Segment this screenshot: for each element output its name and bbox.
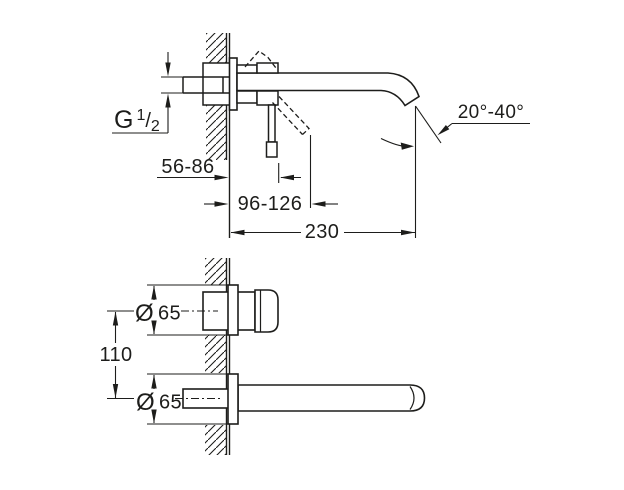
inlet-pipe-front: [182, 388, 230, 409]
label-lever-reach: 96-126: [237, 193, 303, 215]
diameter-value: 65: [159, 391, 183, 414]
diameter-symbol: Ø: [134, 300, 155, 327]
lever-range-dashed: [244, 50, 310, 135]
thread-letter: G: [114, 106, 134, 134]
wall-section-front: [205, 258, 231, 455]
spout-front: [237, 384, 426, 412]
concealed-body: [202, 62, 231, 106]
thread-numerator: 1: [136, 107, 146, 124]
escutcheon-handle: [227, 284, 239, 336]
dim-wall-depth: [157, 163, 301, 183]
thread-denominator: 2: [150, 118, 160, 135]
mixer-body: [236, 62, 279, 106]
inlet-pipe-side: [161, 76, 230, 94]
angle-annotation: [380, 105, 530, 238]
label-wall-depth: 56-86: [161, 156, 215, 178]
escutcheon-side: [228, 57, 238, 111]
escutcheon-spout: [227, 373, 239, 425]
handle-knob: [254, 289, 279, 333]
label-spout-reach: 230: [304, 221, 340, 243]
label-outlet-angle: 20°-40°: [457, 102, 525, 123]
diameter-value: 65: [158, 302, 182, 325]
label-center-distance: 110: [99, 344, 133, 366]
side-view: [112, 33, 530, 238]
dim-spout-diameter: [147, 373, 228, 425]
dim-center-distance: [107, 310, 134, 400]
dim-lever-reach: [204, 135, 338, 208]
dim-handle-diameter: [147, 284, 228, 336]
lever-handle: [265, 104, 278, 158]
spout-assembly: [175, 373, 426, 425]
dim-thread: [112, 52, 171, 134]
front-view: [107, 258, 426, 455]
dim-spout-reach: [230, 229, 415, 236]
thread-slash: /: [145, 110, 151, 132]
diameter-symbol: Ø: [135, 389, 156, 416]
spout-side: [236, 72, 420, 107]
handle-assembly: [181, 284, 279, 336]
